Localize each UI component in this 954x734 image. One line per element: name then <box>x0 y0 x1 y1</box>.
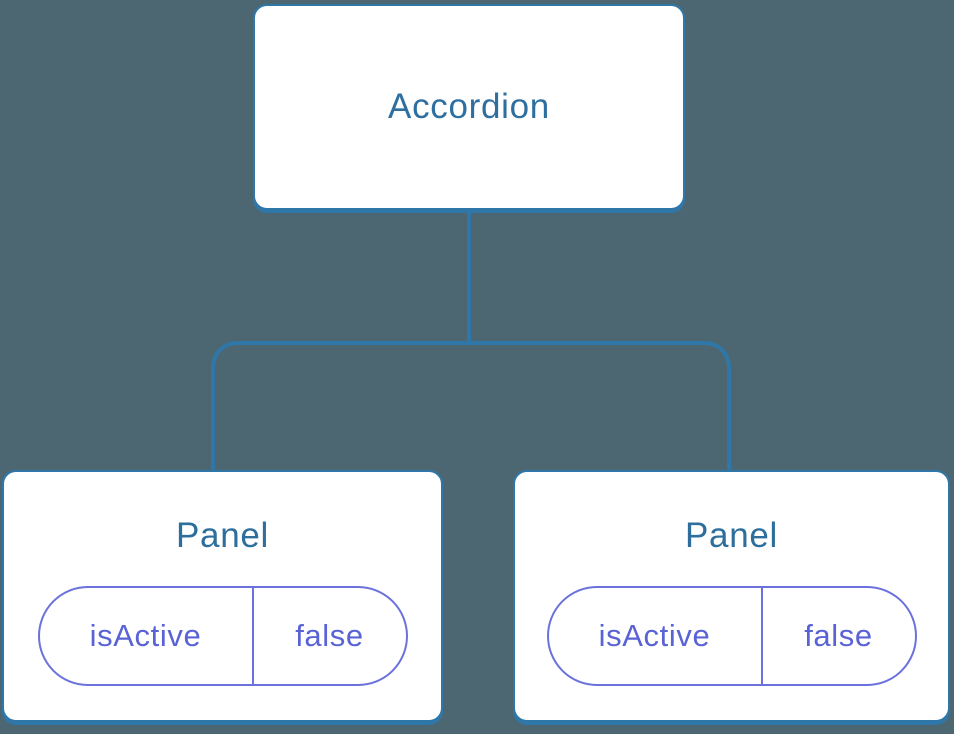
connector-stem <box>467 211 471 343</box>
prop-pill-right: isActive false <box>546 586 917 686</box>
node-panel-left-label: Panel <box>175 516 270 555</box>
node-panel-right-label: Panel <box>684 516 779 555</box>
prop-name-right: isActive <box>549 588 763 684</box>
prop-name-left: isActive <box>40 588 254 684</box>
node-accordion-label: Accordion <box>388 87 550 126</box>
node-panel-right: Panel isActive false <box>513 470 950 722</box>
connector-bracket <box>211 341 731 470</box>
prop-pill-left: isActive false <box>37 586 408 686</box>
prop-value-left: false <box>295 618 364 653</box>
node-accordion: Accordion <box>253 4 685 210</box>
prop-value-right: false <box>804 618 873 653</box>
node-panel-left: Panel isActive false <box>2 470 443 722</box>
